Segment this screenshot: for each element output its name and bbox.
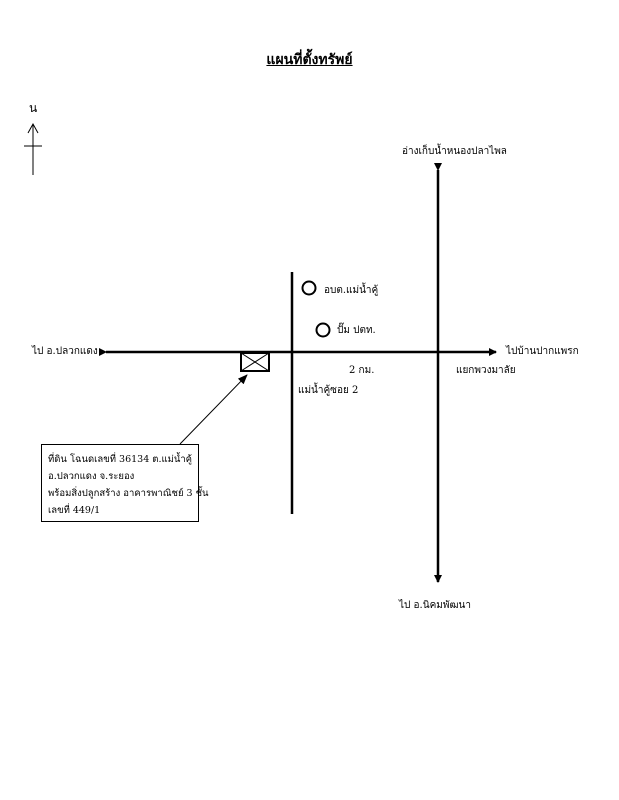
- note-line-4: เลขที่ 449/1: [48, 505, 101, 516]
- obt-landmark-icon: [301, 280, 317, 296]
- note-line-1: ที่ดิน โฉนดเลขที่ 36134 ต.แม่น้ำคู้: [48, 454, 193, 465]
- page-title: แผนที่ตั้งทรัพย์: [266, 52, 353, 68]
- north-label: น: [29, 101, 38, 115]
- soi-label: แม่น้ำคู้ซอย 2: [298, 385, 359, 396]
- ptt-landmark-icon: [315, 322, 331, 338]
- road-label-south: ไป อ.นิคมพัฒนา: [399, 600, 471, 611]
- obt-label: อบต.แม่น้ำคู้: [324, 285, 379, 296]
- road-label-east: ไปบ้านปากแพรก: [506, 346, 579, 357]
- junction-label: แยกพวงมาลัย: [456, 365, 516, 376]
- note-line-2: อ.ปลวกแดง จ.ระยอง: [48, 471, 135, 482]
- north-arrow-icon: [24, 122, 42, 175]
- property-note-box: ที่ดิน โฉนดเลขที่ 36134 ต.แม่น้ำคู้ อ.ปล…: [41, 444, 209, 522]
- road-label-west: ไป อ.ปลวกแดง: [32, 346, 98, 357]
- property-marker-icon: [240, 352, 270, 372]
- road-label-north: อ่างเก็บน้ำหนองปลาไพล: [402, 146, 507, 157]
- note-pointer-line: [179, 374, 248, 445]
- note-line-3: พร้อมสิ่งปลูกสร้าง อาคารพาณิชย์ 3 ชั้น: [48, 488, 209, 499]
- ptt-label: ปั๊ม ปตท.: [337, 325, 376, 336]
- distance-label: 2 กม.: [349, 365, 375, 376]
